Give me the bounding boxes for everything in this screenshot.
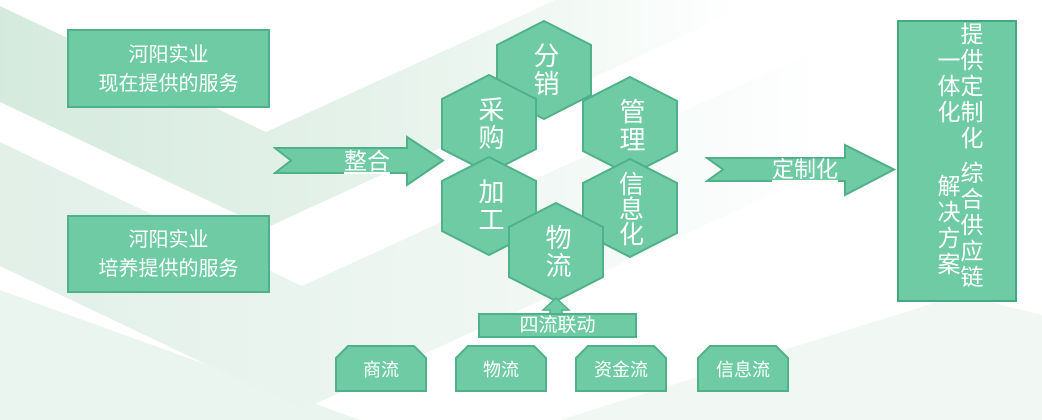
service-box-future-line1: 河阳实业 [128, 227, 209, 251]
snip-box-icon [575, 345, 667, 392]
snip-box-icon [335, 345, 427, 392]
flow-box-logistics-label: 物流 [483, 359, 519, 381]
hexagon-procurement: 采购 [441, 74, 537, 174]
hexagon-logistics: 物流 [508, 202, 604, 302]
right-arrow-icon [705, 143, 897, 197]
hexagon-distribution-label: 分销 [529, 42, 559, 98]
solution-box-column-right: 提供定制化一体化 [933, 22, 982, 153]
snip-box-icon [697, 345, 789, 392]
customize-arrow-label: 定制化 [771, 158, 838, 183]
four-flows-title: 四流联动 [519, 314, 596, 336]
flow-box-business: 商流 [335, 345, 427, 392]
integrate-arrow: 整合 [273, 135, 445, 187]
service-box-current-line1: 河阳实业 [128, 41, 209, 66]
hexagon-icon [582, 158, 678, 258]
hexagon-logistics-label: 物流 [541, 224, 571, 280]
integrate-arrow-label: 整合 [344, 149, 390, 175]
up-arrow-icon [540, 297, 572, 314]
hexagon-management-label: 管理 [615, 98, 645, 154]
hexagon-procurement-label: 采购 [474, 96, 504, 152]
customize-arrow: 定制化 [705, 142, 897, 198]
solution-box-column-left: 综合供应链解决方案 [933, 161, 982, 292]
flow-box-logistics: 物流 [455, 345, 547, 392]
hexagon-informatization: 信息化 [582, 158, 678, 258]
service-box-future-line2: 培养提供的服务 [98, 256, 239, 280]
flow-box-capital-label: 资金流 [594, 359, 648, 381]
four-flows-title-box: 四流联动 [478, 313, 637, 338]
service-box-current: 河阳实业 现在提供的服务 [67, 29, 270, 108]
service-box-current-line2: 现在提供的服务 [98, 70, 239, 95]
hexagon-informatization-label: 信息化 [615, 170, 645, 246]
service-box-future: 河阳实业 培养提供的服务 [67, 215, 270, 293]
flow-box-information: 信息流 [697, 345, 789, 392]
flow-box-information-label: 信息流 [716, 359, 770, 381]
hexagon-processing-label: 加工 [474, 178, 504, 234]
right-arrow-icon [273, 135, 445, 187]
snip-box-icon [455, 345, 547, 392]
flow-box-business-label: 商流 [363, 359, 399, 381]
solution-box: 提供定制化一体化 综合供应链解决方案 [897, 20, 1017, 302]
flow-box-capital: 资金流 [575, 345, 667, 392]
